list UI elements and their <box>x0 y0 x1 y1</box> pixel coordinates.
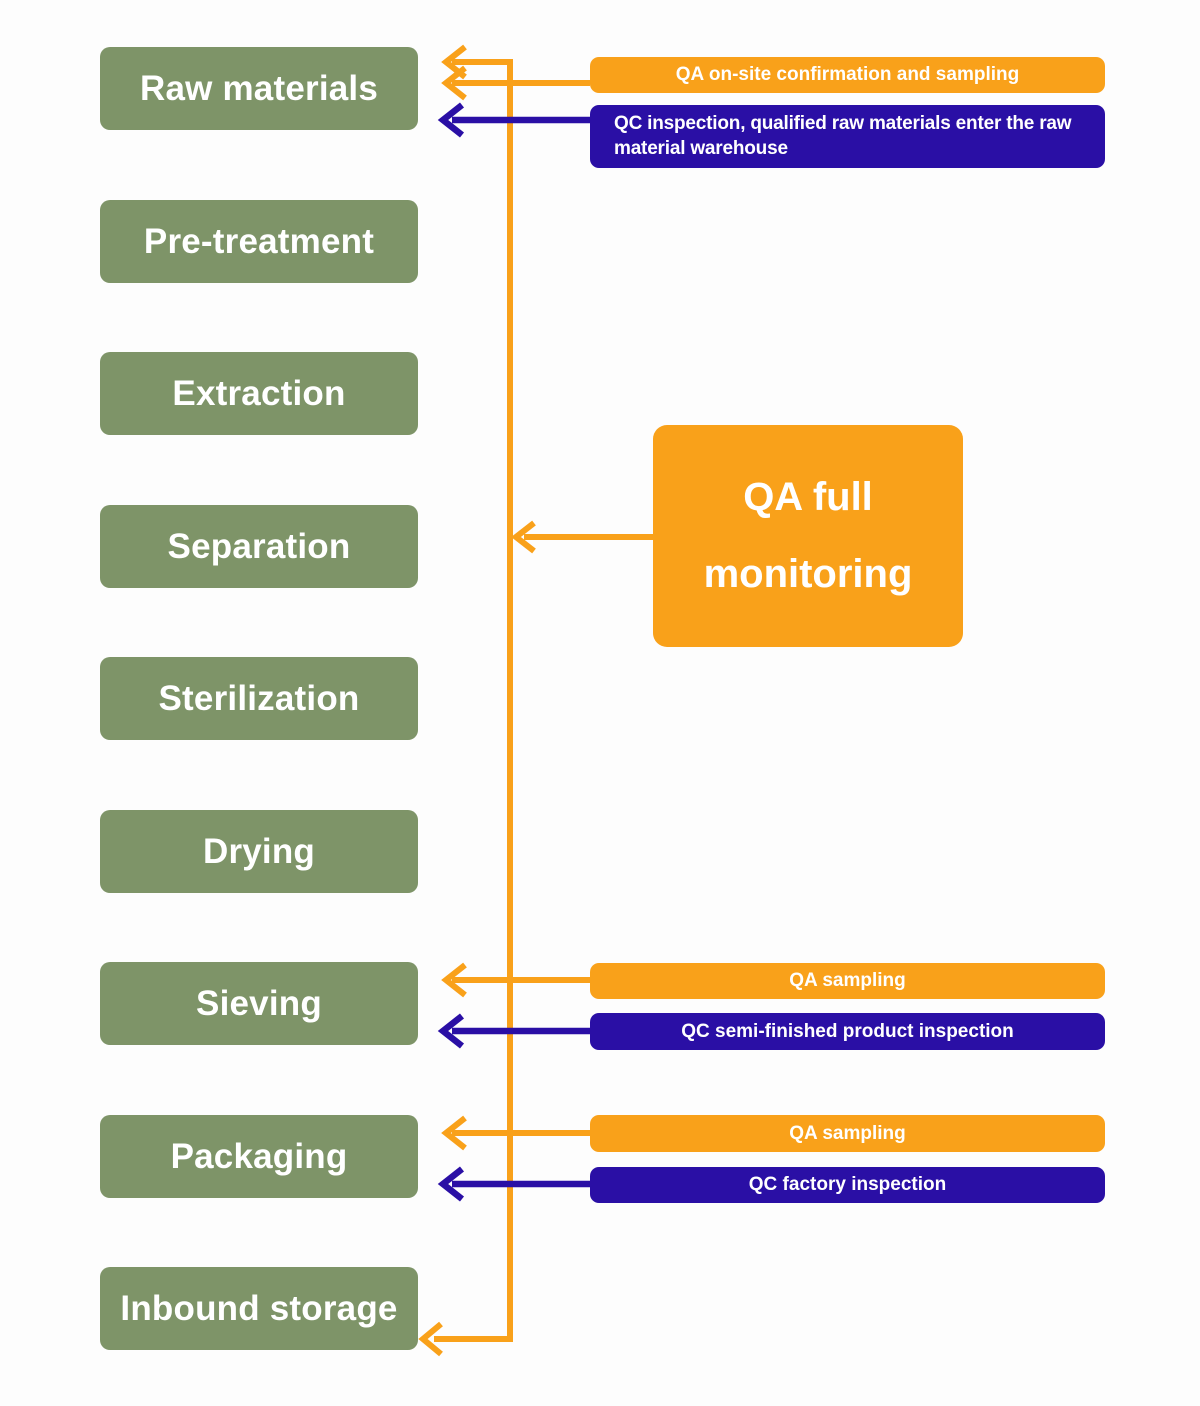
qa-full-monitoring-line1: QA full <box>743 475 873 519</box>
process-step-separation: Separation <box>100 505 418 588</box>
tag-sieving-qa: QA sampling <box>590 963 1105 999</box>
tag-sieving-qc: QC semi-finished product inspection <box>590 1013 1105 1050</box>
main-flow-line <box>434 59 513 1342</box>
arrow-sieving-qc-icon <box>437 1013 465 1049</box>
tag-raw-materials-qc: QC inspection, qualified raw materials e… <box>590 105 1105 168</box>
qa-full-monitoring-line2: monitoring <box>703 552 913 596</box>
process-step-pre-treatment: Pre-treatment <box>100 200 418 283</box>
process-step-extraction: Extraction <box>100 352 418 435</box>
arrow-bottom-elbow-icon <box>418 1321 443 1357</box>
arrow-raw-materials-qc-icon <box>437 102 465 138</box>
arrow-qa-full-monitoring-icon <box>511 520 536 554</box>
tag-raw-materials-qa: QA on-site confirmation and sampling <box>590 57 1105 93</box>
process-step-sterilization: Sterilization <box>100 657 418 740</box>
arrow-packaging-qa-icon <box>441 1115 467 1151</box>
arrow-packaging-qc-icon <box>437 1166 465 1202</box>
tag-packaging-qa: QA sampling <box>590 1115 1105 1152</box>
arrow-raw-materials-qa-icon <box>441 65 467 101</box>
tag-packaging-qc: QC factory inspection <box>590 1167 1105 1203</box>
process-step-sieving: Sieving <box>100 962 418 1045</box>
process-step-drying: Drying <box>100 810 418 893</box>
qa-full-monitoring-box: QA full monitoring <box>653 425 963 647</box>
process-step-packaging: Packaging <box>100 1115 418 1198</box>
process-step-raw-materials: Raw materials <box>100 47 418 130</box>
process-step-inbound-storage: Inbound storage <box>100 1267 418 1350</box>
arrow-sieving-qa-icon <box>441 962 467 998</box>
